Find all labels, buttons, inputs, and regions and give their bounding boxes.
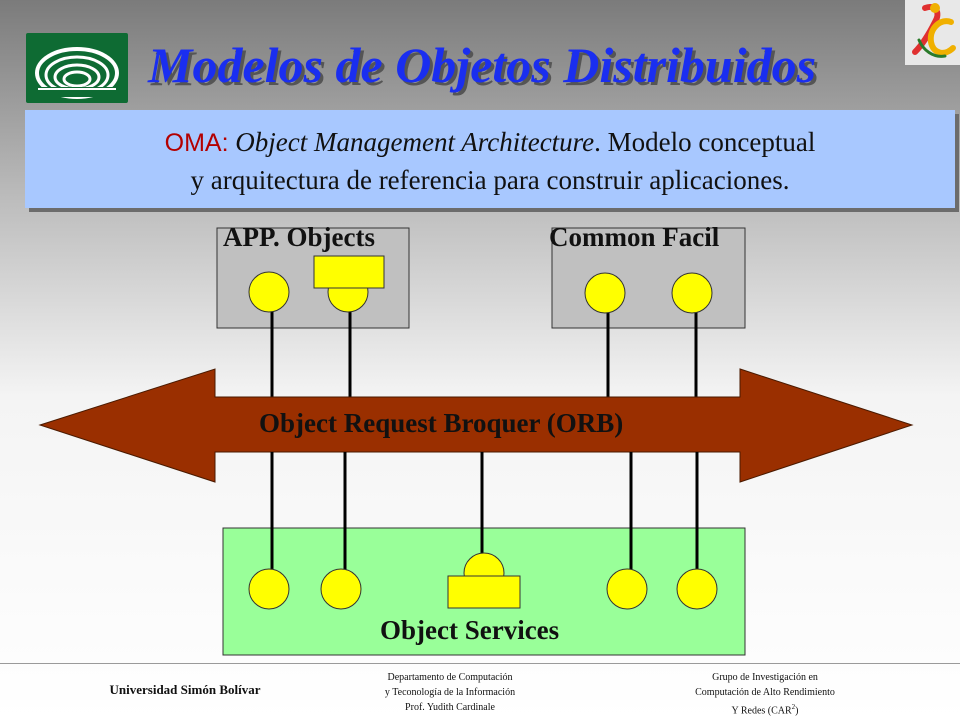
object-node [671, 272, 713, 314]
university-logo [26, 33, 128, 103]
footer-divider [0, 663, 960, 664]
footer-group-line-3-text: Y Redes (CAR [731, 705, 792, 717]
footer-department: Departamento de Computación y Teconologí… [330, 670, 570, 715]
object-services-label: Object Services [380, 615, 560, 645]
page-title: Modelos de Objetos Distribuidos [148, 37, 817, 93]
footer-group-line-1: Grupo de Investigación en [712, 672, 818, 683]
object-node [584, 272, 626, 314]
oma-description-line-2: y arquitectura de referencia para constr… [190, 165, 790, 195]
footer-group-line-2: Computación de Alto Rendimiento [695, 687, 835, 698]
lower-connectors [270, 452, 699, 572]
footer-dept-line-3: Prof. Yudith Cardinale [405, 702, 495, 713]
common-facilities-label: Common Facil [549, 222, 720, 252]
footer-group-line-3: Y Redes (CAR2) [655, 700, 875, 718]
footer-group-close: ) [795, 705, 799, 717]
oma-description-rest: . Modelo conceptual [594, 127, 816, 157]
object-node [248, 271, 290, 313]
orb-double-arrow [38, 368, 914, 483]
footer-group-superscript: 2 [791, 703, 796, 711]
research-group-logo [905, 0, 960, 65]
footer-dept-line-2: y Teconología de la Información [384, 687, 516, 698]
object-interface-rect [313, 255, 385, 289]
object-node [676, 568, 718, 610]
footer-university: Universidad Simón Bolívar [109, 682, 261, 697]
oma-description-box: OMA: Object Management Architecture. Mod… [25, 110, 955, 208]
object-node [248, 568, 290, 610]
common-facilities-box [551, 227, 746, 329]
orb-label: Object Request Broquer (ORB) [259, 408, 624, 438]
oma-full-name: Object Management Architecture [235, 127, 595, 157]
object-node [320, 568, 362, 610]
oma-label: OMA: [164, 129, 229, 157]
object-node [606, 568, 648, 610]
app-objects-label: APP. Objects [223, 222, 375, 252]
footer-research-group: Grupo de Investigación en Computación de… [655, 670, 875, 718]
oma-description-line-1: OMA: Object Management Architecture. Mod… [25, 124, 955, 162]
object-interface-rect [447, 575, 521, 609]
footer-dept-line-1: Departamento de Computación [387, 672, 513, 683]
